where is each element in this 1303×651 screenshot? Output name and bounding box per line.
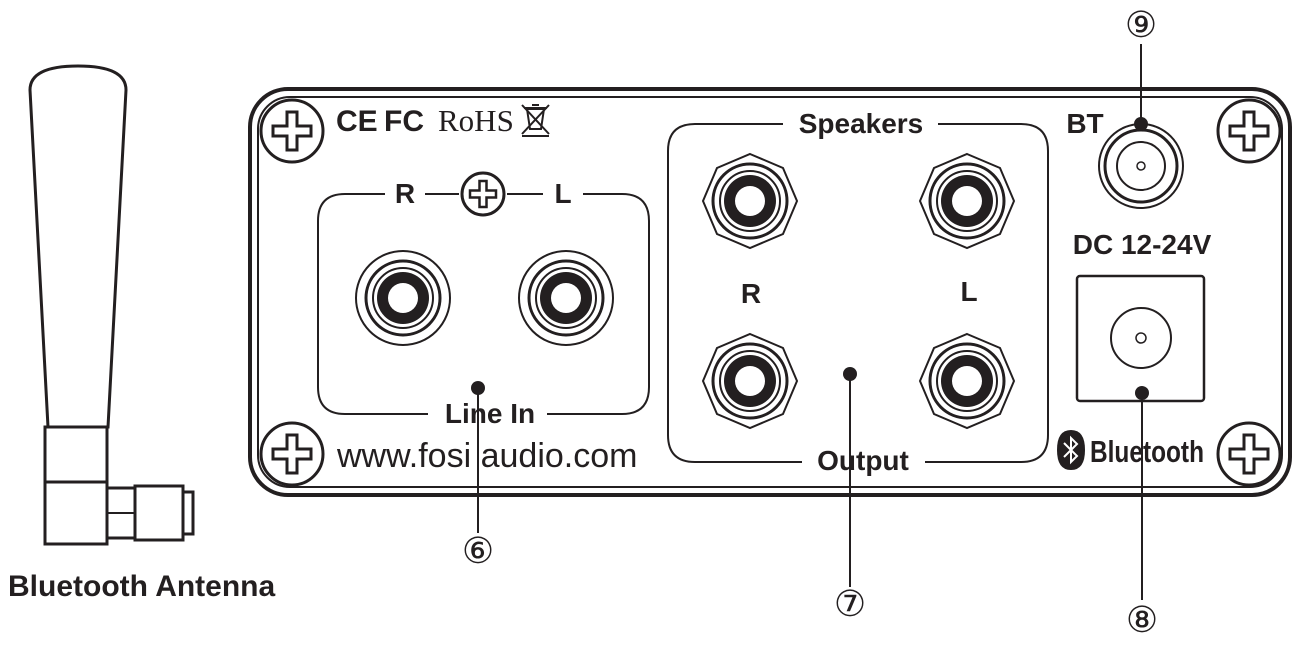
callout-line-in	[471, 381, 485, 533]
ce-mark: CE	[336, 105, 378, 138]
screw-bottom-left-icon	[259, 421, 325, 487]
speakers-right-label: R	[741, 278, 761, 309]
antenna-label: Bluetooth Antenna	[8, 570, 276, 603]
bluetooth-antenna	[28, 64, 195, 546]
speaker-left-positive-terminal[interactable]	[918, 152, 1016, 250]
screw-bottom-right-icon	[1216, 421, 1282, 487]
rohs-mark: RoHS	[438, 103, 514, 138]
line-in-left-label: L	[554, 178, 571, 209]
speaker-right-positive-terminal[interactable]	[701, 152, 799, 250]
bt-label: BT	[1066, 108, 1103, 139]
power-label: DC 12-24V	[1073, 229, 1212, 260]
speaker-left-negative-terminal[interactable]	[918, 332, 1016, 430]
antenna-sma-tip	[181, 490, 195, 536]
line-in-group	[317, 193, 650, 415]
website-text: www.fosi audio.com	[336, 437, 637, 475]
callout-number-6: ⑥	[462, 530, 494, 571]
callout-bt	[1134, 44, 1148, 131]
callout-number-7: ⑦	[834, 583, 866, 624]
dc-power-jack[interactable]	[1075, 274, 1206, 403]
speakers-left-label: L	[960, 276, 977, 307]
speakers-title: Speakers	[799, 108, 924, 139]
bluetooth-logo-icon	[1057, 430, 1085, 470]
line-in-right-label: R	[395, 178, 415, 209]
screw-top-right-icon	[1216, 98, 1282, 164]
antenna-elbow	[43, 480, 109, 546]
antenna-sma-barrel	[133, 484, 185, 542]
screw-top-left-icon	[259, 98, 325, 164]
weee-bin-icon	[521, 104, 550, 137]
line-in-right-jack[interactable]	[354, 249, 452, 347]
antenna-collar	[43, 425, 109, 484]
line-in-left-jack[interactable]	[517, 249, 615, 347]
speakers-group	[667, 123, 1049, 463]
bluetooth-logo-text: Bluetooth	[1090, 434, 1204, 469]
callout-number-9: ⑨	[1125, 4, 1157, 45]
fcc-mark: FC	[384, 105, 424, 138]
callout-output	[843, 367, 857, 587]
antenna-body	[28, 64, 128, 429]
center-screw-icon	[460, 171, 506, 217]
speaker-right-negative-terminal[interactable]	[701, 332, 799, 430]
callout-number-8: ⑧	[1126, 599, 1158, 640]
line-in-title: Line In	[445, 398, 535, 429]
output-label: Output	[817, 445, 909, 476]
callout-power	[1135, 386, 1149, 600]
bt-antenna-port[interactable]	[1098, 123, 1184, 209]
